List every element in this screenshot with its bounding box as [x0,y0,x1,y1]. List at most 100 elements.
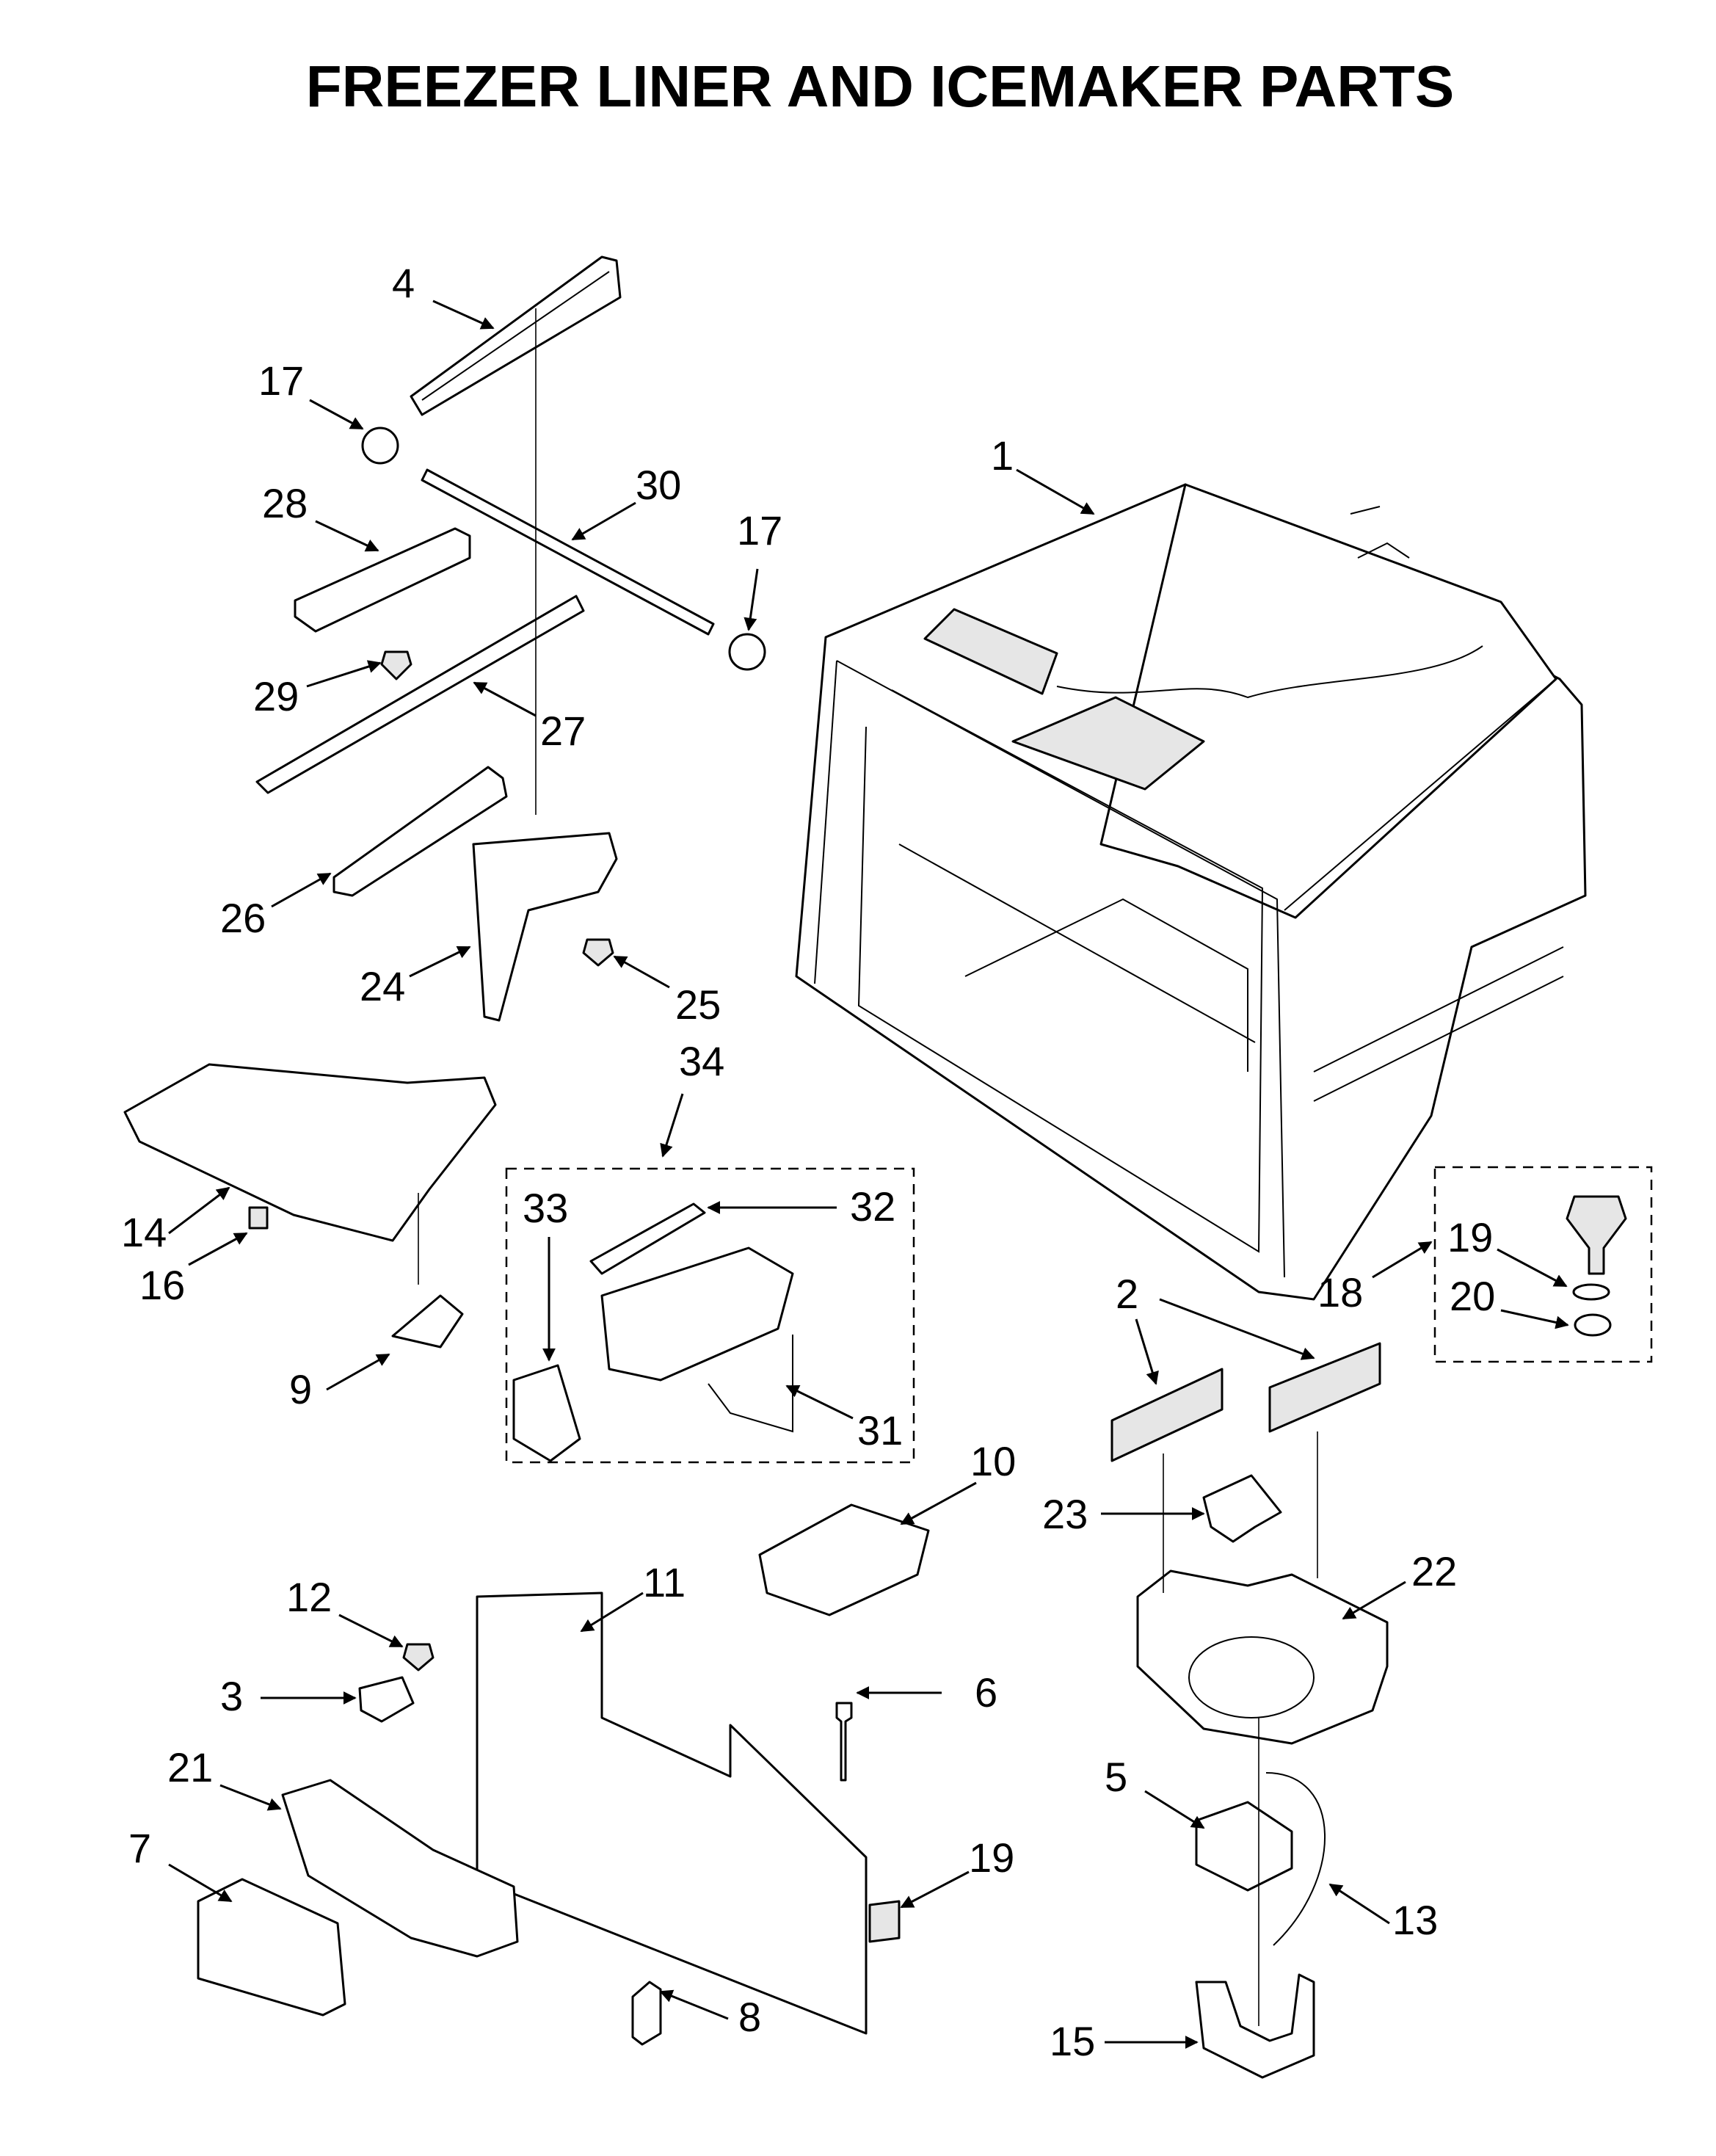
callout-31: 30 [571,462,681,541]
callout-1: 1 [991,432,1095,515]
bracket-part-27 [332,766,508,897]
callout-label-8: 8 [738,1994,761,2040]
strip-part-20 [868,1900,901,1943]
callout-30: 29 [253,660,382,719]
callout-label-26: 25 [675,981,721,1028]
callout-label-16: 16 [139,1262,185,1308]
screw-part-12 [402,1643,435,1672]
callout-22: 21 [167,1744,282,1811]
callout-label-20: 19 [969,1834,1014,1881]
callout-32: 31 [785,1384,903,1453]
callout-4: 4 [392,260,495,330]
foam-pad-part-2-left [1110,1368,1224,1462]
bracket-part-15 [1195,1973,1315,2079]
foam-pad-part-2-right [1268,1342,1381,1433]
callout-16: 16 [139,1232,248,1308]
callout-12: 12 [286,1574,404,1648]
gear-part-17a [361,427,399,465]
callout-29: 28 [262,480,379,552]
callout-14: 14 [121,1186,230,1255]
cover-part-7 [197,1878,346,2017]
support-part-25 [472,832,618,1022]
knob-part-9 [391,1294,464,1349]
callout-label-17a: 17 [258,357,304,404]
callout-17b: 17 [737,507,782,631]
callout-17a: 17 [258,357,364,430]
callout-10: 10 [900,1438,1016,1525]
callout-label-13: 13 [1392,1897,1438,1943]
screw-part-30 [380,650,412,680]
callout-20: 19 [900,1834,1014,1909]
callout-label-14: 14 [121,1209,167,1255]
callout-label-33: 32 [850,1183,895,1230]
rail-part-4 [410,255,622,416]
callout-label-3: 3 [220,1673,243,1719]
callout-label-2: 2 [1116,1271,1138,1317]
housing-part-14 [123,1063,497,1242]
guide-lines [418,308,1318,2026]
callout-18: 18 [1317,1241,1433,1315]
callout-27: 26 [220,872,332,941]
callout-label-31: 30 [636,462,681,508]
fitting-part-3 [358,1676,415,1723]
harness-part-33 [589,1202,706,1275]
tray-part-10 [758,1503,930,1616]
callout-label-21: 20 [1450,1273,1495,1319]
callout-7: 7 [128,1825,233,1903]
callout-2: 2 [1116,1271,1315,1385]
icemaker-assembly [600,1246,794,1382]
callout-26: 25 [613,955,721,1028]
panel-part-11 [476,1591,868,2035]
callout-5: 5 [1105,1754,1205,1829]
clip-part-16 [248,1206,269,1230]
callout-11: 11 [580,1559,686,1633]
callout-21: 20 [1450,1273,1569,1329]
callout-label-1: 1 [991,432,1014,479]
callout-label-29: 28 [262,480,308,526]
callout-label-7: 7 [128,1825,151,1871]
screw-part-26 [582,938,614,967]
bracket-part-29 [294,527,471,633]
callout-label-15: 15 [1050,2018,1095,2064]
fitting-part-19 [1566,1195,1627,1275]
harness-part-13 [1265,1772,1326,1946]
callout-34: 33 [523,1185,568,1362]
callout-label-10: 10 [970,1438,1016,1484]
callout-24: 23 [1042,1491,1205,1537]
icemaker-kit-box-35 [505,1167,915,1464]
callout-label-11: 11 [643,1559,686,1605]
fitting-kit-box-18 [1433,1166,1653,1363]
slide-part-28 [255,595,585,794]
callout-label-17b: 17 [737,507,782,553]
cover-part-34 [512,1364,581,1462]
motor-part-5 [1195,1801,1293,1892]
gear-part-17b [728,633,766,671]
callout-label-5: 5 [1105,1754,1127,1800]
callout-9: 9 [289,1353,390,1412]
callout-label-23: 22 [1411,1548,1457,1594]
fan-shroud-opening [1188,1636,1315,1718]
callout-35: 34 [660,1038,724,1158]
callout-3: 3 [220,1673,357,1719]
callout-label-12: 12 [286,1574,332,1620]
shaft-part-31 [421,468,715,636]
callout-label-4: 4 [392,260,415,306]
clip-part-8 [631,1981,662,2046]
callout-label-30: 29 [253,673,299,719]
callout-label-24: 23 [1042,1491,1088,1537]
sensor-part-6 [835,1702,853,1782]
callout-19: 19 [1447,1214,1568,1288]
callout-15: 15 [1050,2018,1199,2064]
callout-label-34: 33 [523,1185,568,1231]
callout-label-27: 26 [220,895,266,941]
callout-28: 27 [473,681,586,754]
callout-label-32: 31 [857,1407,903,1453]
callout-23: 22 [1342,1548,1457,1620]
callout-13: 13 [1328,1883,1438,1943]
callout-label-22: 21 [167,1744,213,1790]
freezer-liner-part [795,483,1587,1301]
grille-part-22 [281,1779,519,1958]
callout-33: 32 [707,1183,895,1230]
callout-label-25: 24 [360,963,405,1009]
